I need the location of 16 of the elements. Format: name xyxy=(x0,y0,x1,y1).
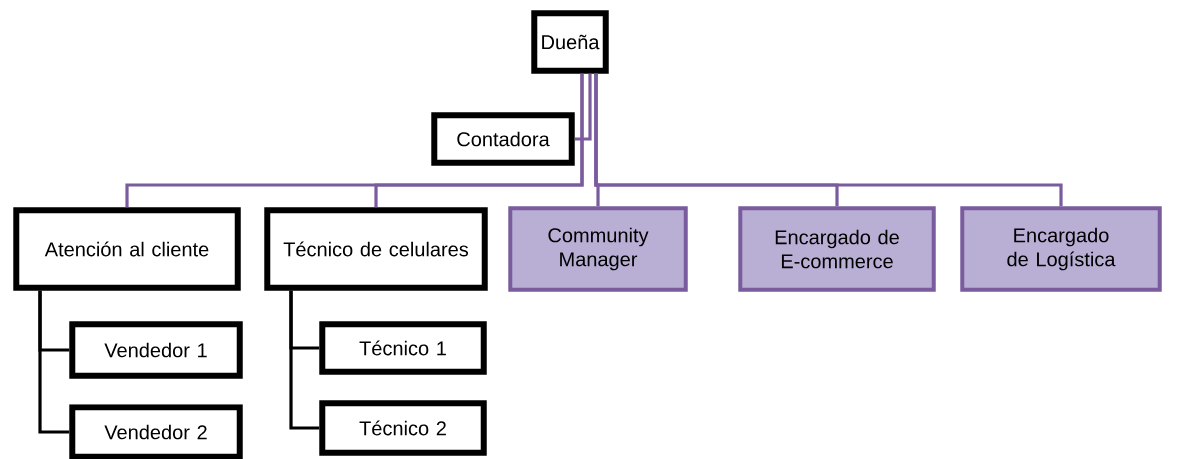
org-box: Vendedor 1 xyxy=(69,321,243,379)
org-box: Dueña xyxy=(531,10,609,74)
org-box: Encargado de Logística xyxy=(960,206,1162,292)
org-box: Técnico 1 xyxy=(319,321,487,375)
org-box: Técnico de celulares xyxy=(264,207,488,291)
org-box: Community Manager xyxy=(508,206,688,292)
connector-line xyxy=(289,290,320,430)
org-box: Contadora xyxy=(431,112,575,166)
org-box: Vendedor 2 xyxy=(69,404,243,459)
org-box: Técnico 2 xyxy=(319,400,487,456)
connector-line xyxy=(574,73,592,141)
connector-line xyxy=(594,73,1063,207)
connector-line xyxy=(374,73,584,208)
org-box: Atención al cliente xyxy=(13,207,241,291)
org-box: Encargado de E-commerce xyxy=(738,206,936,292)
connector-line xyxy=(38,290,70,434)
